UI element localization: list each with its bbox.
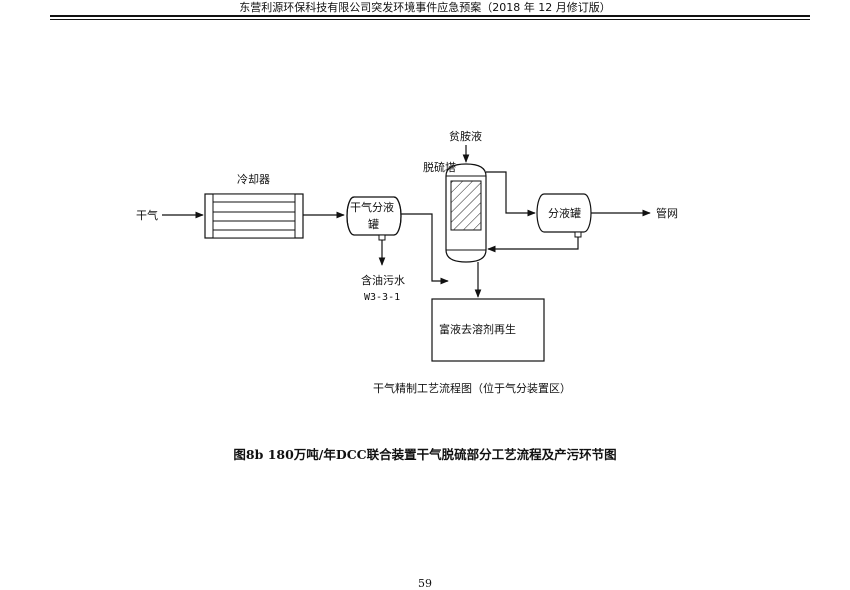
- separator2-label: 分液罐: [548, 206, 581, 220]
- feed-label: 干气: [136, 208, 158, 222]
- diagram-caption: 干气精制工艺流程图（位于气分装置区）: [373, 381, 571, 395]
- cooler-unit: [204, 193, 304, 239]
- absorber-label: 脱硫塔: [423, 160, 456, 174]
- page-number: 59: [418, 577, 432, 590]
- header-rule-thick: [50, 15, 810, 17]
- waste-label: 含油污水: [361, 273, 405, 287]
- figure-caption: 图8b 180万吨/年DCC联合装置干气脱硫部分工艺流程及产污环节图: [233, 447, 617, 462]
- gas-to-absorber-line: [401, 213, 449, 285]
- cooler-label: 冷却器: [237, 173, 270, 186]
- waste-code: W3-3-1: [364, 292, 400, 303]
- page-header: 东营利源环保科技有限公司突发环境事件应急预案（2018 年 12 月修订版）: [239, 1, 611, 14]
- outlet-label: 管网: [656, 206, 678, 220]
- lean-amine-label: 贫胺液: [449, 129, 482, 143]
- separator-vessel-1: [346, 196, 402, 241]
- separator1-label-line1: 干气分液: [350, 200, 394, 214]
- separator-vessel-2: [536, 193, 592, 238]
- liquid-return-line: [487, 237, 579, 253]
- separator1-label-line2: 罐: [368, 218, 379, 231]
- header-rule-thin: [50, 19, 810, 20]
- regeneration-box: [431, 298, 545, 362]
- absorber-to-separator2-line: [486, 171, 536, 217]
- absorber-column: [445, 163, 487, 263]
- regeneration-label: 富液去溶剂再生: [439, 322, 516, 336]
